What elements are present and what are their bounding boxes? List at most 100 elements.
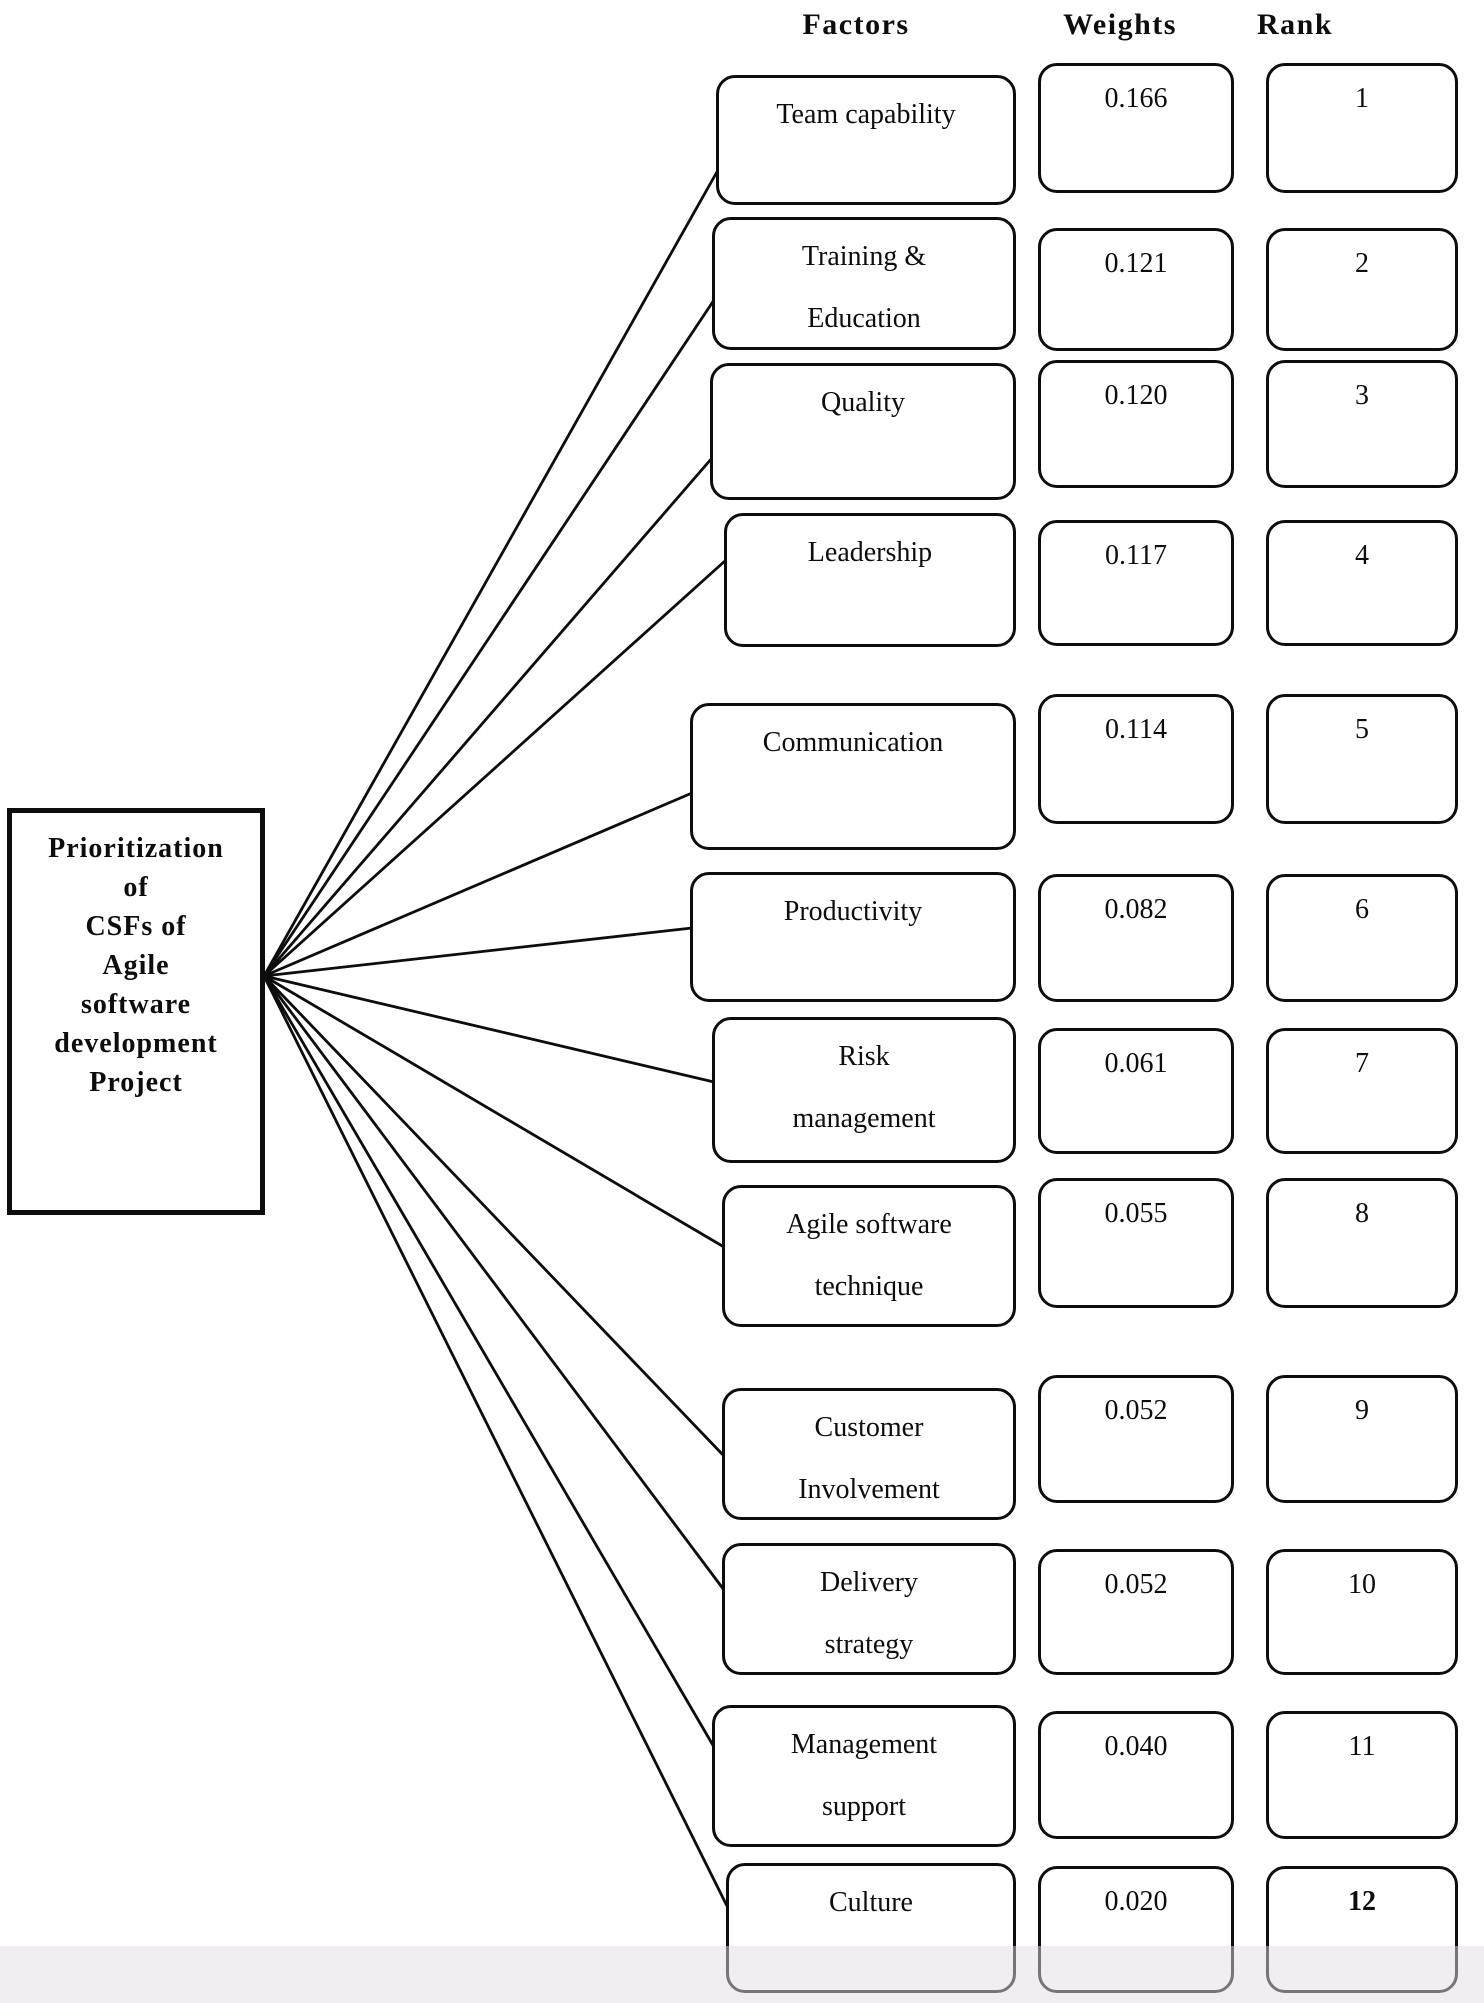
rank-value: 8 xyxy=(1355,1198,1369,1229)
root-label-line: of xyxy=(123,872,149,903)
factor-label: Productivity xyxy=(783,896,923,927)
rank-box: 5 xyxy=(1266,694,1458,824)
factor-label: Culture xyxy=(829,1887,913,1918)
rank-value: 1 xyxy=(1355,83,1369,114)
rank-box: 1 xyxy=(1266,63,1458,193)
weight-value: 0.055 xyxy=(1104,1198,1168,1229)
factor-label: Education xyxy=(807,303,921,334)
root-label-line: Prioritization xyxy=(48,833,224,864)
factor-label: Customer xyxy=(814,1412,924,1443)
factor-label: Involvement xyxy=(798,1474,940,1505)
factor-label: Training & xyxy=(801,241,927,272)
connector-line xyxy=(263,974,715,1084)
weight-value: 0.082 xyxy=(1104,894,1168,925)
connector-line xyxy=(262,975,730,1909)
weight-value: 0.120 xyxy=(1104,380,1168,411)
connector-line xyxy=(263,558,727,978)
factor-box: Risk management xyxy=(712,1017,1016,1163)
factor-label: Risk xyxy=(838,1041,890,1072)
factor-box: Leadership xyxy=(724,513,1016,647)
weight-box: 0.121 xyxy=(1038,228,1234,351)
rank-box: 2 xyxy=(1266,228,1458,351)
rank-value: 12 xyxy=(1348,1886,1376,1917)
factor-box: Communication xyxy=(690,703,1016,850)
factor-label: Leadership xyxy=(807,537,933,568)
weight-box: 0.117 xyxy=(1038,520,1234,646)
root-label-line: CSFs of xyxy=(85,911,187,942)
rank-value: 6 xyxy=(1355,894,1369,925)
column-header-rank: Rank xyxy=(1256,8,1334,41)
rank-value: 10 xyxy=(1348,1569,1376,1600)
factor-box: Delivery strategy xyxy=(722,1543,1016,1675)
weight-box: 0.052 xyxy=(1038,1549,1234,1675)
rank-box: 8 xyxy=(1266,1178,1458,1308)
factor-label: technique xyxy=(814,1271,924,1302)
factor-label: support xyxy=(822,1791,906,1822)
connector-line xyxy=(263,926,693,978)
rank-box: 10 xyxy=(1266,1549,1458,1675)
weight-box: 0.120 xyxy=(1038,360,1234,488)
weight-box: 0.040 xyxy=(1038,1711,1234,1839)
factor-label: management xyxy=(792,1103,936,1134)
connector-line xyxy=(262,975,716,1748)
factor-box: Quality xyxy=(710,363,1016,500)
connector-line xyxy=(262,169,720,977)
scan-artifact-band xyxy=(0,1946,1484,2003)
connector-line xyxy=(262,457,714,977)
weight-value: 0.121 xyxy=(1104,248,1168,279)
rank-box: 4 xyxy=(1266,520,1458,646)
factor-label: Management xyxy=(790,1729,938,1760)
connector-line xyxy=(263,974,725,1249)
weight-value: 0.114 xyxy=(1105,714,1167,745)
factor-box: Agile software technique xyxy=(722,1185,1016,1327)
weight-value: 0.061 xyxy=(1104,1048,1168,1079)
column-header-factors: Factors xyxy=(802,8,910,41)
rank-box: 3 xyxy=(1266,360,1458,488)
factor-label: strategy xyxy=(824,1629,914,1660)
root-label-line: software xyxy=(80,989,192,1020)
connector-line xyxy=(262,975,726,1591)
weight-box: 0.166 xyxy=(1038,63,1234,193)
rank-box: 7 xyxy=(1266,1028,1458,1154)
factor-label: Communication xyxy=(762,727,944,758)
root-label-line: Project xyxy=(89,1067,183,1098)
factor-box: Management support xyxy=(712,1705,1016,1847)
weight-value: 0.117 xyxy=(1105,540,1167,571)
rank-value: 3 xyxy=(1355,380,1369,411)
weight-box: 0.082 xyxy=(1038,874,1234,1002)
factor-box: Training & Education xyxy=(712,217,1016,350)
weight-value: 0.052 xyxy=(1104,1569,1168,1600)
factor-box: Productivity xyxy=(690,872,1016,1002)
rank-value: 9 xyxy=(1355,1395,1369,1426)
weight-box: 0.061 xyxy=(1038,1028,1234,1154)
factor-label: Delivery xyxy=(820,1567,918,1598)
factor-box: Team capability xyxy=(716,75,1016,205)
factor-label: Agile software xyxy=(786,1209,952,1240)
rank-value: 4 xyxy=(1355,540,1369,571)
weight-box: 0.052 xyxy=(1038,1375,1234,1503)
connector-line xyxy=(263,791,693,978)
rank-box: 9 xyxy=(1266,1375,1458,1503)
rank-box: 11 xyxy=(1266,1711,1458,1839)
weight-value: 0.052 xyxy=(1104,1395,1168,1426)
factor-label: Quality xyxy=(821,387,905,418)
weight-value: 0.040 xyxy=(1104,1731,1168,1762)
factor-label: Team capability xyxy=(776,99,956,130)
weight-value: 0.020 xyxy=(1104,1886,1168,1917)
connector-line xyxy=(262,299,716,977)
rank-value: 7 xyxy=(1355,1048,1369,1079)
rank-box: 6 xyxy=(1266,874,1458,1002)
root-label-line: Agile xyxy=(102,950,170,981)
weight-value: 0.166 xyxy=(1104,83,1168,114)
weight-box: 0.114 xyxy=(1038,694,1234,824)
rank-value: 5 xyxy=(1355,714,1369,745)
rank-value: 2 xyxy=(1355,248,1369,279)
connector-line xyxy=(262,975,726,1457)
rank-value: 11 xyxy=(1348,1731,1376,1762)
weight-box: 0.055 xyxy=(1038,1178,1234,1308)
column-header-weights: Weights xyxy=(1063,8,1177,41)
